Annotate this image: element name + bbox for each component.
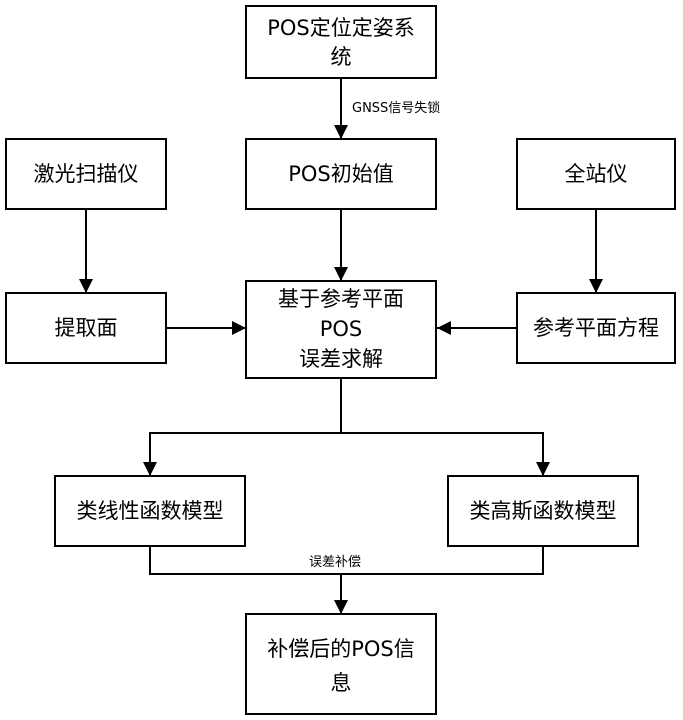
edge-label-gnss: GNSS信号失锁 [352, 100, 440, 116]
node-compensated-pos-box [246, 614, 436, 714]
node-pos-initial-text: POS初始值 [288, 162, 394, 186]
edge-split-to-gaussian [341, 433, 543, 476]
node-extract-plane-text: 提取面 [55, 316, 118, 340]
edge-label-compensation: 误差补偿 [309, 555, 361, 570]
node-pos-error-solve-line-2: POS [320, 317, 363, 341]
node-pos-error-solve-line-1: 基于参考平面 [278, 287, 404, 311]
node-compensated-pos-line-1: 补偿后的POS信 [267, 637, 415, 661]
node-pos-system-line-2: 统 [331, 45, 352, 69]
node-pos-system-line-1: POS定位定姿系 [267, 16, 415, 40]
node-pos-error-solve-line-3: 误差求解 [299, 347, 383, 371]
edge-solve-split [150, 378, 341, 475]
node-compensated-pos-line-2: 息 [331, 671, 352, 695]
node-reference-plane-equation-text: 参考平面方程 [533, 316, 659, 340]
node-gaussian-model-text: 类高斯函数模型 [470, 499, 617, 523]
node-linear-model-text: 类线性函数模型 [77, 499, 224, 523]
node-total-station-text: 全站仪 [565, 162, 628, 186]
node-laser-scanner-text: 激光扫描仪 [34, 162, 139, 186]
